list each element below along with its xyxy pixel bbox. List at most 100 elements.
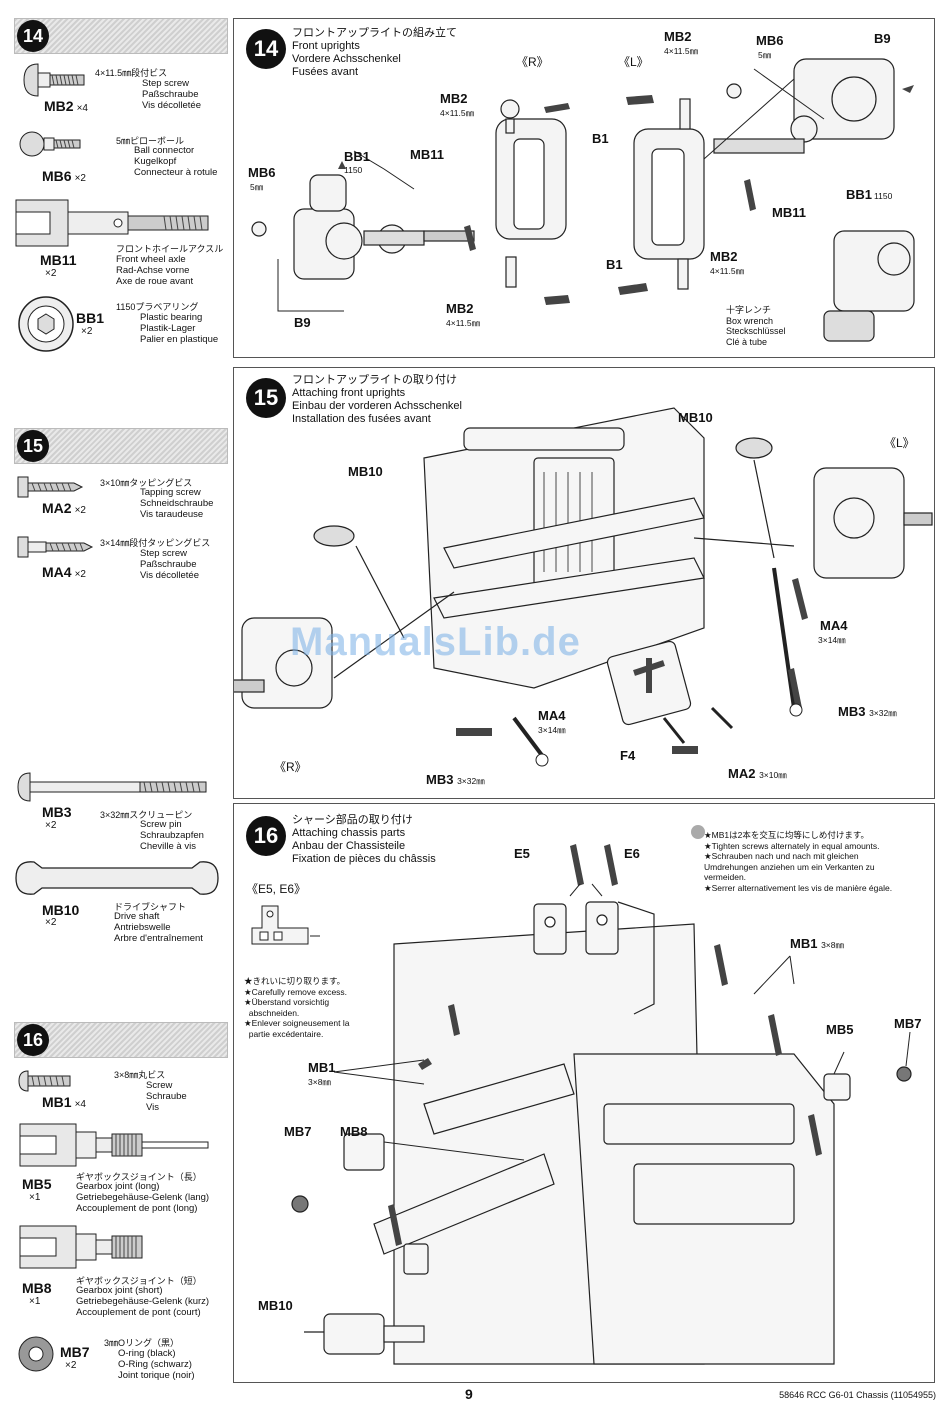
sidebar-step-16-number: 16 xyxy=(17,1024,49,1056)
part-code-label: MB1 xyxy=(42,1094,72,1110)
part-code-ma4: MA4×2 xyxy=(42,564,86,580)
label-mb3: MB3 3×32㎜ xyxy=(426,772,485,787)
part-desc-mb1: Screw Schraube Vis xyxy=(146,1080,187,1113)
part-code-mb7: MB7 xyxy=(60,1344,90,1360)
label-sub: 5㎜ xyxy=(758,50,772,60)
label-mb7: MB7 xyxy=(284,1124,312,1139)
part-spec-mb8: ギヤボックスジョイント（短） xyxy=(76,1276,202,1286)
part-spec-mb2: 4×11.5㎜段付ビス xyxy=(95,68,168,78)
label-mb2: MB2 xyxy=(664,29,692,44)
step-16-number: 16 xyxy=(246,816,286,856)
part-code-label: MB6 xyxy=(42,168,72,184)
label-mb10: MB10 xyxy=(348,464,383,479)
part-desc-mb5: Gearbox joint (long) Getriebegehäuse-Gel… xyxy=(76,1181,210,1214)
label-mb8: MB8 xyxy=(340,1124,368,1139)
part-code-mb2: MB2×4 xyxy=(44,98,88,114)
part-spec-ma4: 3×14㎜段付タッピングビス xyxy=(100,538,211,548)
part-code-bb1: BB1 xyxy=(76,310,105,326)
part-code-label: MA4 xyxy=(42,564,72,580)
label-sub: 1150 xyxy=(344,165,363,175)
side-right-label: 《R》 xyxy=(516,55,549,69)
part-qty: ×4 xyxy=(74,1099,86,1110)
part-code-mb3: MB3 xyxy=(42,804,72,820)
part-desc-mb11: Front wheel axle Rad-Achse vorne Axe de … xyxy=(116,254,194,287)
part-desc-ma4: Step screw Paßschraube Vis décolletée xyxy=(140,548,199,581)
label-mb2: MB2 xyxy=(446,301,474,316)
bearing-icon xyxy=(18,296,74,352)
side-right-label: 《R》 xyxy=(274,760,307,774)
manual-reference: 58646 RCC G6-01 Chassis (11054955) xyxy=(779,1390,936,1400)
step-16-panel: 16 シャーシ部品の取り付け Attaching chassis parts A… xyxy=(233,803,935,1383)
part-desc-mb10: Drive shaft Antriebswelle Arbre d'entraî… xyxy=(114,911,203,944)
gearbox-joint-long-icon xyxy=(19,1123,209,1167)
step-15-number: 15 xyxy=(246,378,286,418)
step-15-title: フロントアップライトの取り付け Attaching front uprights… xyxy=(292,374,462,425)
label-sub: 3×14㎜ xyxy=(538,725,566,735)
part-spec-mb1: 3×8㎜丸ビス xyxy=(114,1070,166,1080)
label-ma2: MA2 3×10㎜ xyxy=(728,766,787,781)
label-text: MB1 xyxy=(790,936,818,951)
sidebar-step-16-header: 16 xyxy=(14,1022,228,1058)
step-14-panel: 14 フロントアップライトの組み立て Front uprights Vorder… xyxy=(233,18,935,358)
label-mb2: MB2 xyxy=(440,91,468,106)
part-code-ma2: MA2×2 xyxy=(42,500,86,516)
part-spec-mb6: 5㎜ピローボール xyxy=(116,136,185,146)
label-mb2: MB2 xyxy=(710,249,738,264)
part-spec-mb10: ドライブシャフト xyxy=(114,902,187,912)
step-15-panel: 15 フロントアップライトの取り付け Attaching front uprig… xyxy=(233,367,935,799)
label-text: MA2 xyxy=(728,766,756,781)
part-code-mb5: MB5 xyxy=(22,1176,52,1192)
label-text: MB3 xyxy=(838,704,866,719)
screw-icon xyxy=(18,1070,71,1092)
wheel-axle-icon xyxy=(15,199,209,247)
part-desc-mb7: O-ring (black) O-Ring (schwarz) Joint to… xyxy=(118,1348,195,1381)
label-mb7: MB7 xyxy=(894,1016,922,1031)
part-qty-mb10: ×2 xyxy=(45,917,57,928)
part-desc-bb1: Plastic bearing Plastik-Lager Palier en … xyxy=(140,312,219,345)
page-number: 9 xyxy=(465,1386,473,1402)
e5-e6-trim-inset xyxy=(251,905,320,945)
inset-e5-e6-label: 《E5, E6》 xyxy=(246,882,307,896)
sidebar-step-14-number: 14 xyxy=(17,20,49,52)
part-spec-mb11: フロントホイールアクスル xyxy=(116,244,224,254)
part-qty: ×4 xyxy=(76,103,88,114)
label-sub: 4×11.5㎜ xyxy=(664,46,699,56)
part-code-label: MB2 xyxy=(44,98,74,114)
label-mb10: MB10 xyxy=(678,410,713,425)
gearbox-joint-short-icon xyxy=(19,1225,143,1269)
side-left-label: 《L》 xyxy=(618,55,649,69)
label-sub: 3×14㎜ xyxy=(818,635,846,645)
part-code-mb11: MB11 xyxy=(40,252,77,268)
label-mb1: MB1 3×8㎜ xyxy=(790,936,844,951)
part-qty: ×2 xyxy=(74,173,86,184)
step-tapping-screw-icon xyxy=(17,536,94,558)
label-sub: 3×10㎜ xyxy=(759,770,787,780)
part-desc-ma2: Tapping screw Schneidschraube Vis taraud… xyxy=(140,487,214,520)
part-qty-bb1: ×2 xyxy=(81,326,93,337)
label-sub: 3×32㎜ xyxy=(869,708,897,718)
part-spec-ma2: 3×10㎜タッピングビス xyxy=(100,478,193,488)
part-desc-mb2: Step screw Paßschraube Vis décolletée xyxy=(142,78,201,111)
label-b9: B9 xyxy=(294,315,311,330)
screw-pin-icon xyxy=(17,772,207,802)
label-b1: B1 xyxy=(606,257,623,272)
sidebar-step-14-header: 14 xyxy=(14,18,228,54)
attach-uprights-diagram xyxy=(234,407,933,767)
part-spec-mb3: 3×32㎜スクリューピン xyxy=(100,810,193,820)
label-mb10: MB10 xyxy=(258,1298,293,1313)
part-qty: ×2 xyxy=(74,505,86,516)
label-mb6: MB6 xyxy=(248,165,276,180)
step-14-title: フロントアップライトの組み立て Front uprights Vordere A… xyxy=(292,27,457,78)
part-qty-mb7: ×2 xyxy=(65,1360,77,1371)
part-desc-mb8: Gearbox joint (short) Getriebegehäuse-Ge… xyxy=(76,1285,210,1318)
part-qty: ×2 xyxy=(74,569,86,580)
label-e5: E5 xyxy=(514,846,530,861)
step-14-number: 14 xyxy=(246,29,286,69)
label-sub: 1150 xyxy=(874,191,893,201)
label-sub: 4×11.5㎜ xyxy=(710,266,745,276)
label-ma4: MA4 xyxy=(538,708,566,723)
part-qty-mb11: ×2 xyxy=(45,268,57,279)
part-spec-mb5: ギヤボックスジョイント（長） xyxy=(76,1172,202,1182)
label-mb1: MB1 xyxy=(308,1060,336,1075)
drive-shaft-icon xyxy=(15,861,219,895)
